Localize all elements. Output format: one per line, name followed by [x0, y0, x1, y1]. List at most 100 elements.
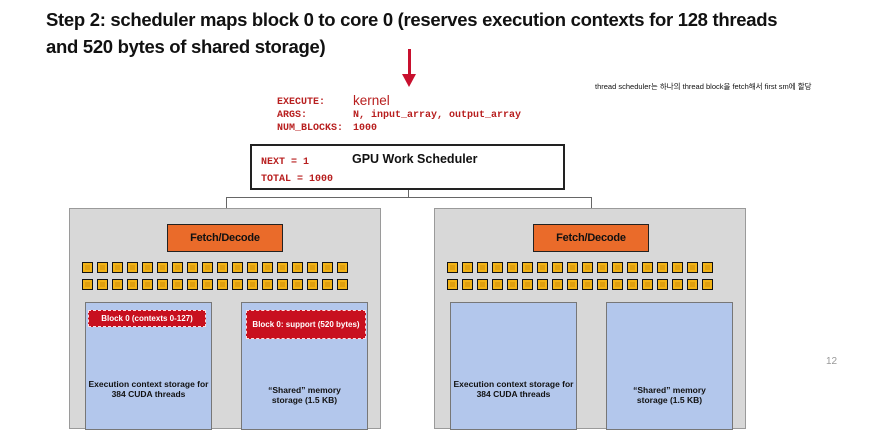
alu-unit: [702, 279, 713, 290]
alu-unit: [142, 279, 153, 290]
alu-unit: [292, 262, 303, 273]
core-0-alu-row-1: [82, 262, 348, 273]
alu-unit: [462, 262, 473, 273]
alu-unit: [247, 262, 258, 273]
alu-unit: [217, 262, 228, 273]
num-blocks-key: NUM_BLOCKS:: [277, 123, 344, 134]
alu-unit: [157, 279, 168, 290]
execute-key: EXECUTE:: [277, 97, 326, 108]
core-1-execution-context-storage: [450, 302, 577, 430]
connector-horizontal: [226, 197, 591, 198]
connector-to-core-0: [226, 197, 227, 208]
core-1-shared-memory-storage: [606, 302, 733, 430]
alu-unit: [187, 262, 198, 273]
alu-unit: [612, 262, 623, 273]
alu-unit: [552, 262, 563, 273]
core-0-block-0-shared: Block 0: support (520 bytes): [246, 310, 366, 339]
alu-unit: [627, 279, 638, 290]
connector-vertical: [408, 190, 409, 198]
alu-unit: [447, 279, 458, 290]
alu-unit: [262, 262, 273, 273]
alu-unit: [97, 262, 108, 273]
args-value: N, input_array, output_array: [353, 110, 522, 121]
alu-unit: [447, 262, 458, 273]
slide-title-line-1: Step 2: scheduler maps block 0 to core 0…: [46, 9, 778, 30]
core-1-alu-row-1: [447, 262, 713, 273]
alu-unit: [172, 279, 183, 290]
alu-unit: [642, 262, 653, 273]
alu-unit: [112, 279, 123, 290]
execute-value: kernel: [353, 93, 390, 108]
alu-unit: [642, 279, 653, 290]
alu-unit: [307, 279, 318, 290]
alu-unit: [657, 262, 668, 273]
alu-unit: [157, 262, 168, 273]
alu-unit: [462, 279, 473, 290]
alu-unit: [567, 279, 578, 290]
alu-unit: [597, 262, 608, 273]
alu-unit: [507, 279, 518, 290]
alu-unit: [507, 262, 518, 273]
alu-unit: [97, 279, 108, 290]
scheduler-total: TOTAL = 1000: [261, 174, 334, 185]
alu-unit: [702, 262, 713, 273]
alu-unit: [477, 262, 488, 273]
gpu-work-scheduler: [250, 144, 565, 190]
core-1-shared-storage-label: “Shared” memory storage (1.5 KB): [633, 385, 706, 405]
alu-unit: [112, 262, 123, 273]
alu-unit: [492, 262, 503, 273]
down-arrow-shaft: [408, 49, 411, 76]
alu-unit: [582, 279, 593, 290]
core-0-alu-row-2: [82, 279, 348, 290]
alu-unit: [537, 262, 548, 273]
alu-unit: [672, 279, 683, 290]
alu-unit: [537, 279, 548, 290]
core-0-shared-storage-label: “Shared” memory storage (1.5 KB): [268, 385, 341, 405]
core-0-fetch-decode: Fetch/Decode: [167, 224, 283, 252]
alu-unit: [322, 262, 333, 273]
core-1-exec-storage-label: Execution context storage for 384 CUDA t…: [453, 379, 574, 399]
alu-unit: [552, 279, 563, 290]
alu-unit: [127, 262, 138, 273]
alu-unit: [687, 279, 698, 290]
alu-unit: [277, 262, 288, 273]
core-1-alu-row-2: [447, 279, 713, 290]
alu-unit: [127, 279, 138, 290]
alu-unit: [172, 262, 183, 273]
core-0-block-0-contexts: Block 0 (contexts 0-127): [88, 310, 206, 327]
alu-unit: [202, 262, 213, 273]
alu-unit: [337, 262, 348, 273]
down-arrow-icon: [402, 74, 416, 87]
alu-unit: [657, 279, 668, 290]
alu-unit: [612, 279, 623, 290]
alu-unit: [307, 262, 318, 273]
alu-unit: [567, 262, 578, 273]
alu-unit: [337, 279, 348, 290]
alu-unit: [687, 262, 698, 273]
alu-unit: [247, 279, 258, 290]
alu-unit: [627, 262, 638, 273]
annotation-note: thread scheduler는 하나의 thread block을 fetc…: [595, 82, 812, 91]
alu-unit: [142, 262, 153, 273]
alu-unit: [82, 262, 93, 273]
alu-unit: [522, 262, 533, 273]
alu-unit: [202, 279, 213, 290]
alu-unit: [232, 279, 243, 290]
alu-unit: [492, 279, 503, 290]
core-0-exec-storage-label: Execution context storage for 384 CUDA t…: [88, 379, 209, 399]
slide-title-line-2: and 520 bytes of shared storage): [46, 36, 326, 57]
scheduler-next: NEXT = 1: [261, 157, 310, 168]
alu-unit: [187, 279, 198, 290]
alu-unit: [217, 279, 228, 290]
args-key: ARGS:: [277, 110, 308, 121]
slide-title: Step 2: scheduler maps block 0 to core 0…: [46, 6, 846, 60]
alu-unit: [262, 279, 273, 290]
alu-unit: [522, 279, 533, 290]
page-number: 12: [826, 356, 838, 367]
alu-unit: [82, 279, 93, 290]
num-blocks-value: 1000: [353, 123, 378, 134]
scheduler-title: GPU Work Scheduler: [352, 152, 478, 166]
alu-unit: [672, 262, 683, 273]
alu-unit: [277, 279, 288, 290]
alu-unit: [477, 279, 488, 290]
